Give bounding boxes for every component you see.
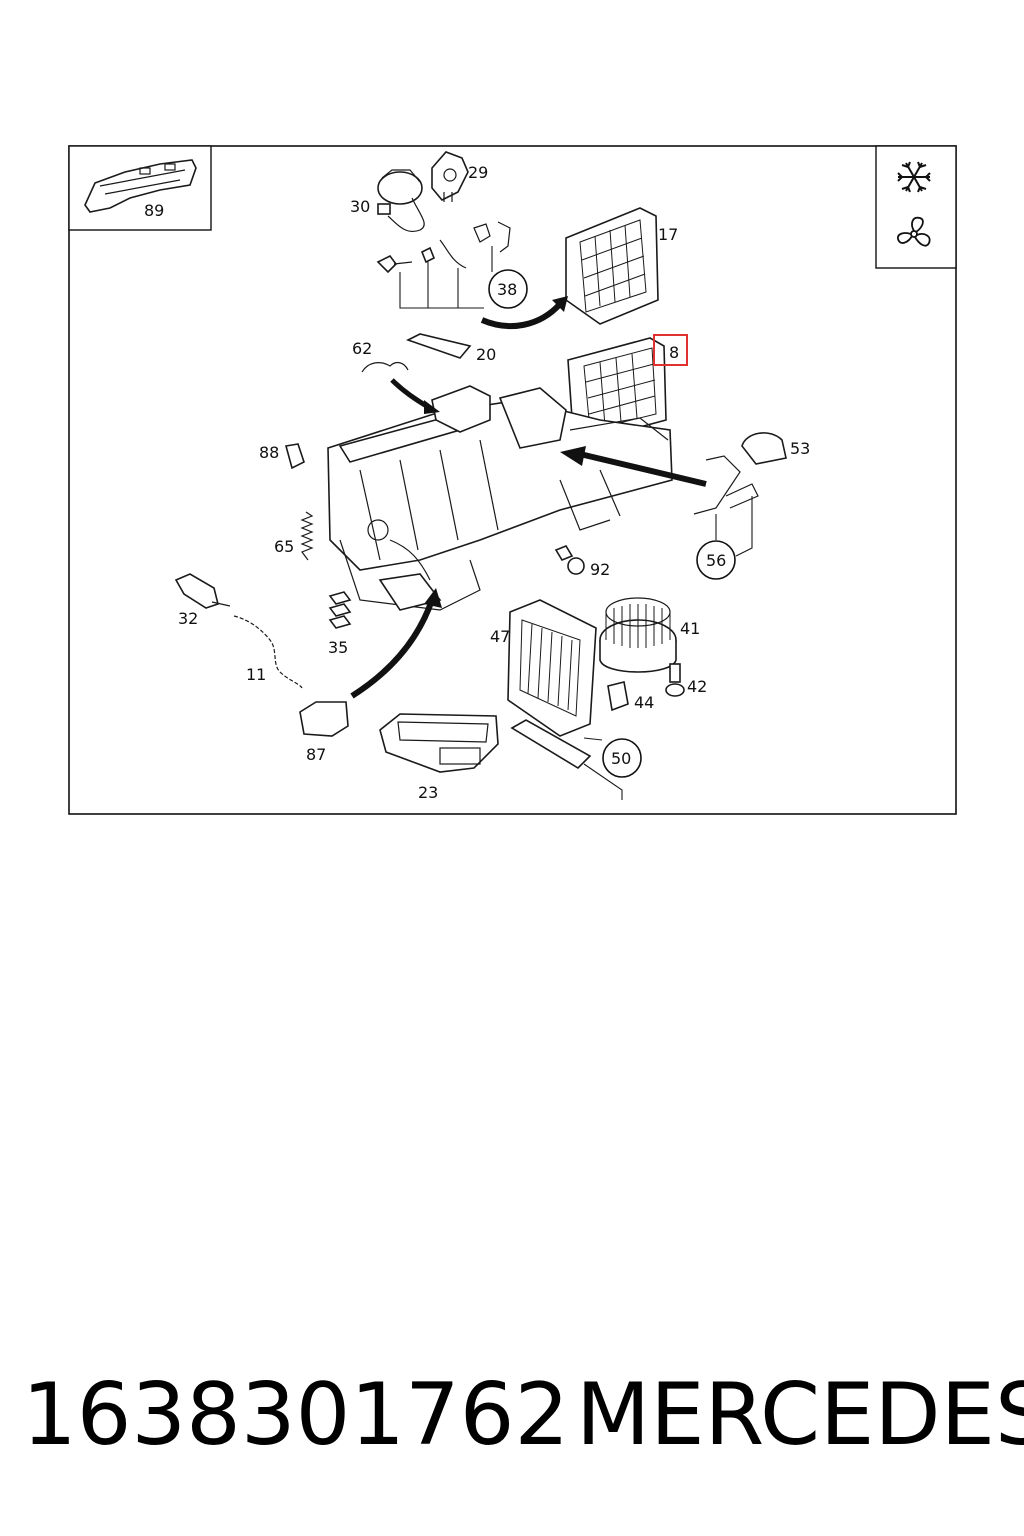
callout-32: 32 bbox=[178, 609, 198, 628]
callout-65: 65 bbox=[274, 537, 294, 556]
callout-41: 41 bbox=[680, 619, 700, 638]
callout-11: 11 bbox=[246, 665, 266, 684]
fasteners-38 bbox=[376, 221, 511, 309]
callout-30: 30 bbox=[350, 197, 370, 216]
part-32-sensor bbox=[174, 573, 231, 609]
callout-47: 47 bbox=[490, 627, 510, 646]
callout-42: 42 bbox=[687, 677, 707, 696]
part-42-screw bbox=[665, 663, 685, 697]
parts-diagram: 89 29 30 17 38 62 20 8 88 53 65 56 92 32… bbox=[68, 145, 957, 815]
arrow-56 bbox=[579, 451, 707, 487]
callout-circle-50 bbox=[602, 738, 642, 778]
part-89-bracket bbox=[84, 159, 197, 213]
brand-name: MERCEDES bbox=[576, 1365, 1024, 1465]
part-8-grille bbox=[567, 337, 667, 437]
callout-62: 62 bbox=[352, 339, 372, 358]
callout-23: 23 bbox=[418, 783, 438, 802]
callout-92: 92 bbox=[590, 560, 610, 579]
callout-88: 88 bbox=[259, 443, 279, 462]
snowflake-icon bbox=[897, 161, 931, 193]
part-20-plate bbox=[405, 333, 472, 359]
part-50-strip bbox=[510, 719, 623, 800]
part-35-clips bbox=[328, 591, 352, 629]
callout-89: 89 bbox=[144, 201, 164, 220]
callout-29: 29 bbox=[468, 163, 488, 182]
part-29-actuator bbox=[431, 151, 469, 202]
callout-87: 87 bbox=[306, 745, 326, 764]
callout-38: 38 bbox=[497, 280, 517, 299]
arrow-87 bbox=[350, 599, 435, 699]
part-44-resistor bbox=[607, 681, 629, 712]
hvac-housing bbox=[327, 385, 673, 611]
part-30-sensor bbox=[377, 169, 425, 232]
part-65-spring bbox=[300, 511, 314, 561]
part-88 bbox=[284, 443, 305, 470]
arrow-62-head bbox=[424, 400, 440, 414]
callout-8: 8 bbox=[669, 343, 679, 362]
callout-17: 17 bbox=[658, 225, 678, 244]
part-23-tray bbox=[379, 713, 499, 773]
arrow-38-to-17 bbox=[480, 301, 563, 329]
callout-44: 44 bbox=[634, 693, 654, 712]
footer-caption: 1638301762 MERCEDES bbox=[0, 1355, 1024, 1475]
callout-circle-38 bbox=[488, 269, 528, 309]
callout-35: 35 bbox=[328, 638, 348, 657]
part-53-cover bbox=[741, 432, 787, 465]
callout-20: 20 bbox=[476, 345, 496, 364]
callout-56: 56 bbox=[706, 551, 726, 570]
arrow-38-head bbox=[552, 296, 568, 312]
part-11-cable bbox=[233, 615, 303, 689]
highlight-box-8 bbox=[653, 334, 688, 366]
part-41-blower bbox=[599, 597, 677, 673]
icon-box bbox=[875, 145, 957, 269]
part-56-bracket bbox=[693, 455, 759, 557]
fan-icon bbox=[897, 216, 931, 247]
arrow-56-head bbox=[560, 446, 586, 466]
arrow-87-head bbox=[424, 588, 442, 608]
part-87-module bbox=[299, 701, 349, 737]
part-92-bolt bbox=[554, 545, 585, 575]
part-number: 1638301762 bbox=[22, 1365, 570, 1465]
part-62-clip bbox=[361, 361, 409, 373]
callout-50: 50 bbox=[611, 749, 631, 768]
callout-circle-56 bbox=[696, 540, 736, 580]
callout-53: 53 bbox=[790, 439, 810, 458]
part-47-filter bbox=[507, 599, 597, 737]
